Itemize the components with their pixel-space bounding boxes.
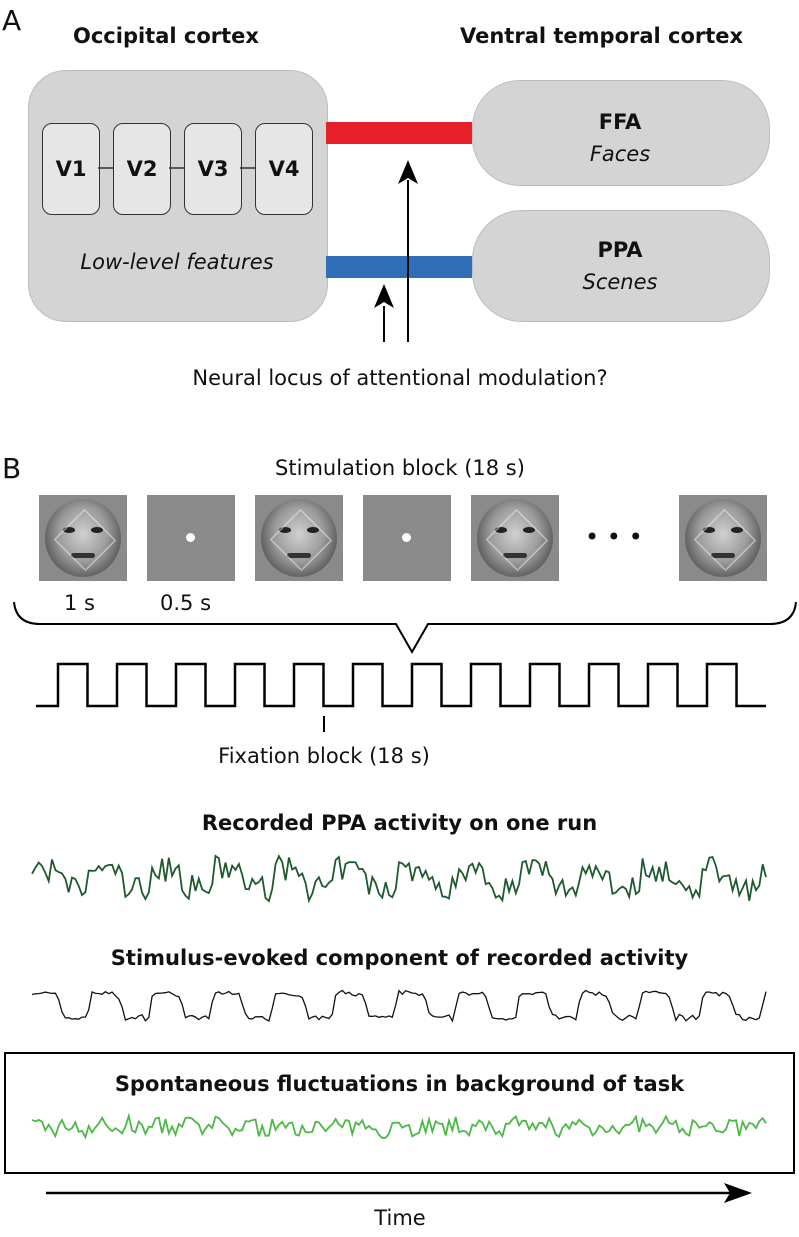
ppa-label: PPA xyxy=(597,238,643,262)
ppa-category-label: Scenes xyxy=(582,270,658,294)
face-stimulus-image xyxy=(679,495,767,581)
recorded-activity-trace xyxy=(31,854,767,904)
stimulation-block-label: Stimulation block (18 s) xyxy=(275,456,525,480)
ffa-link-bar xyxy=(326,122,472,144)
fixation-dot-image xyxy=(363,495,451,581)
spontaneous-fluctuations-title: Spontaneous fluctuations in background o… xyxy=(114,1072,685,1096)
area-v3-box: V3 xyxy=(184,123,242,215)
spontaneous-fluctuations-trace xyxy=(31,1112,767,1140)
face-stimulus-image xyxy=(471,495,559,581)
time-arrow xyxy=(46,1183,752,1203)
fixation-duration-label: 0.5 s xyxy=(160,591,212,615)
block-design-wave xyxy=(36,662,766,708)
low-level-features-label: Low-level features xyxy=(80,250,274,274)
stimulation-brace xyxy=(13,601,797,655)
ppa-box xyxy=(472,210,770,322)
face-stimulus-image xyxy=(39,495,127,581)
attentional-modulation-question: Neural locus of attentional modulation? xyxy=(192,366,608,390)
spontaneous-box xyxy=(4,1052,795,1174)
ffa-box xyxy=(472,80,770,186)
time-axis-label: Time xyxy=(374,1206,426,1230)
ellipsis-dots: • • • xyxy=(585,523,643,551)
area-v2-box: V2 xyxy=(113,123,171,215)
ventral-temporal-cortex-title: Ventral temporal cortex xyxy=(460,24,744,48)
area-v1-box: V1 xyxy=(42,123,100,215)
recorded-activity-title: Recorded PPA activity on one run xyxy=(201,811,598,835)
fixation-block-label: Fixation block (18 s) xyxy=(218,744,430,768)
image-duration-label: 1 s xyxy=(64,591,95,615)
evoked-component-trace xyxy=(31,989,767,1023)
ffa-label: FFA xyxy=(598,110,642,134)
face-stimulus-image xyxy=(255,495,343,581)
evoked-component-title: Stimulus-evoked component of recorded ac… xyxy=(110,946,689,970)
fixation-dot-image xyxy=(147,495,235,581)
panel-b-letter: B xyxy=(2,452,22,485)
ffa-category-label: Faces xyxy=(589,142,651,166)
occipital-cortex-title: Occipital cortex xyxy=(73,24,259,48)
panel-a-letter: A xyxy=(2,4,22,37)
attention-arrow-long xyxy=(398,160,418,342)
ppa-link-bar xyxy=(326,256,472,278)
area-v4-box: V4 xyxy=(255,123,313,215)
attention-arrow-short xyxy=(374,284,394,342)
